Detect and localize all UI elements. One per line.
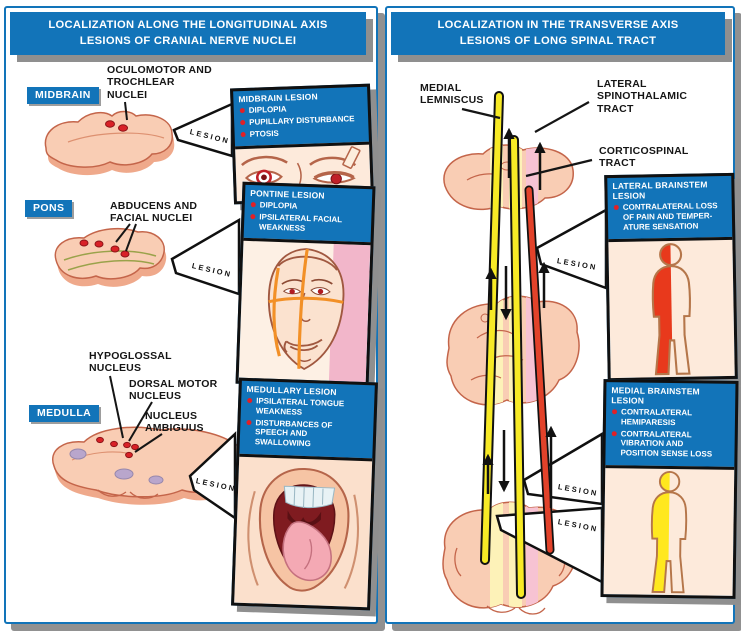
- corticospinal-label: CORTICOSPINAL TRACT: [599, 145, 689, 170]
- symptom-text: DISTURBANCES OF SPEECH AND SWALLOWING: [254, 417, 333, 449]
- pons-level-chip: PONS: [25, 200, 73, 217]
- bullet-marker: [612, 409, 618, 415]
- transverse-axis-panel: LOCALIZATION IN THE TRANSVERSE AXIS LESI…: [385, 6, 739, 624]
- bullet-marker: [250, 202, 256, 208]
- eyes-ptosis-illustration: [241, 146, 361, 190]
- symptom-text: DIPLOPIA: [248, 104, 287, 115]
- bullet-marker: [246, 419, 252, 425]
- symptom-text: IPSILATERAL FACIAL WEAKNESS: [258, 212, 343, 233]
- lesion-symptom: CONTRALATERAL LOSS OF PAIN AND TEMPER- A…: [613, 201, 727, 232]
- bullet-marker: [250, 213, 256, 219]
- lesion-funnel: [170, 217, 241, 296]
- label-leader-lines: [461, 101, 593, 178]
- lesion-symptom: DISTURBANCES OF SPEECH AND SWALLOWING: [245, 417, 369, 451]
- lesion-box-title: LATERAL BRAINSTEM LESION: [612, 179, 708, 202]
- abducens-facial-label: ABDUCENS AND FACIAL NUCLEI: [110, 200, 198, 225]
- symptom-text: CONTRALATERAL VIBRATION AND POSITION SEN…: [620, 428, 713, 459]
- bullet-marker: [240, 131, 246, 137]
- midbrain-slice-illustration: [44, 101, 175, 176]
- flow-arrows: [482, 127, 557, 508]
- lateral-brainstem-lesion-box: LATERAL BRAINSTEM LESION CONTRALATERAL L…: [604, 172, 738, 382]
- lateral-spinothalamic-tract: [524, 185, 555, 555]
- longitudinal-axis-panel: LOCALIZATION ALONG THE LONGITUDINAL AXIS…: [4, 6, 378, 624]
- pons-slice-illustration: [54, 223, 167, 287]
- facial-weakness-illustration: [267, 244, 371, 386]
- lesion-symptom: CONTRALATERAL VIBRATION AND POSITION SEN…: [610, 429, 729, 460]
- bullet-marker: [613, 204, 619, 210]
- medial-lemniscus-label: MEDIAL LEMNISCUS: [420, 82, 484, 107]
- bullet-marker: [247, 397, 253, 404]
- dorsal-motor-label: DORSAL MOTOR NUCLEUS: [129, 378, 218, 403]
- bullet-marker: [240, 119, 246, 125]
- oculomotor-trochlear-label: OCULOMOTOR AND TROCHLEAR NUCLEI: [107, 64, 212, 101]
- pain-temperature-loss-figure: [651, 243, 692, 376]
- right-panel-title: LOCALIZATION IN THE TRANSVERSE AXIS LESI…: [391, 12, 725, 56]
- left-panel-illustrations: [44, 101, 250, 521]
- lesion-symptom: PTOSIS: [239, 125, 363, 139]
- lesion-box-title: MEDIAL BRAINSTEM LESION: [611, 385, 700, 406]
- lesion-funnel: [535, 207, 608, 290]
- bullet-marker: [611, 430, 617, 436]
- corticospinal-tract: [509, 135, 526, 599]
- symptom-text: CONTRALATERAL LOSS OF PAIN AND TEMPER- A…: [622, 201, 718, 232]
- symptom-text: CONTRALATERAL HEMIPARESIS: [620, 407, 693, 427]
- bullet-marker: [239, 107, 245, 114]
- symptom-text: DIPLOPIA: [259, 200, 298, 211]
- right-panel-illustrations: [442, 91, 608, 615]
- hemiparesis-figure: [650, 470, 688, 594]
- symptom-text: PTOSIS: [249, 128, 279, 139]
- midbrain-lesion-box: MIDBRAIN LESION DIPLOPIA PUPILLARY DISTU…: [230, 83, 374, 205]
- medulla-level-chip: MEDULLA: [29, 405, 100, 422]
- left-panel-title: LOCALIZATION ALONG THE LONGITUDINAL AXIS…: [10, 12, 366, 56]
- pontine-lesion-box: PONTINE LESION DIPLOPIA IPSILATERAL FACI…: [235, 181, 376, 389]
- lateral-spinothalamic-label: LATERAL SPINOTHALAMIC TRACT: [597, 78, 688, 115]
- nucleus-ambiguus-label: NUCLEUS AMBIGUUS: [145, 410, 204, 435]
- lesion-symptom: IPSILATERAL TONGUE WEAKNESS: [246, 396, 370, 420]
- tongue-weakness-illustration: [247, 467, 359, 592]
- lesion-symptom: IPSILATERAL FACIAL WEAKNESS: [249, 212, 367, 236]
- lesion-symptom: CONTRALATERAL HEMIPARESIS: [611, 407, 730, 428]
- medial-brainstem-lesion-box: MEDIAL BRAINSTEM LESION CONTRALATERAL HE…: [600, 379, 739, 599]
- symptom-text: IPSILATERAL TONGUE WEAKNESS: [255, 396, 345, 417]
- midbrain-level-chip: MIDBRAIN: [27, 87, 99, 104]
- hypoglossal-label: HYPOGLOSSAL NUCLEUS: [89, 350, 172, 375]
- medullary-lesion-box: MEDULLARY LESION IPSILATERAL TONGUE WEAK…: [231, 377, 378, 611]
